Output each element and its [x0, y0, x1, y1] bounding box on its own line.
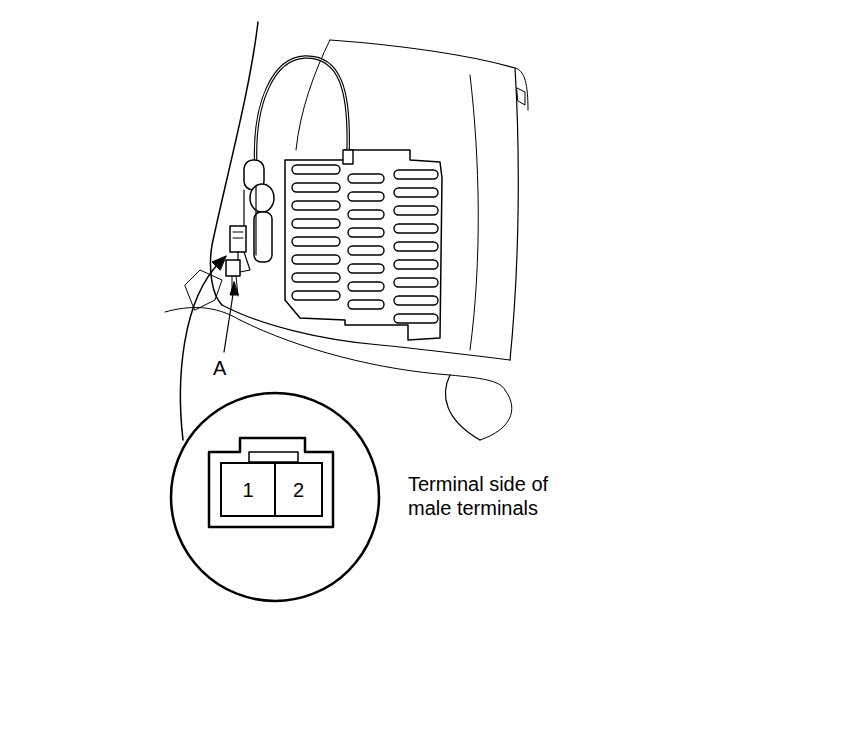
note-text: Terminal side of male terminals	[408, 472, 593, 520]
pin-number: 2	[293, 478, 304, 502]
callout-letter: A	[213, 356, 226, 380]
pin-cell: 1	[220, 462, 276, 517]
pin-number: 1	[242, 478, 253, 502]
pin-cell: 2	[274, 462, 323, 517]
